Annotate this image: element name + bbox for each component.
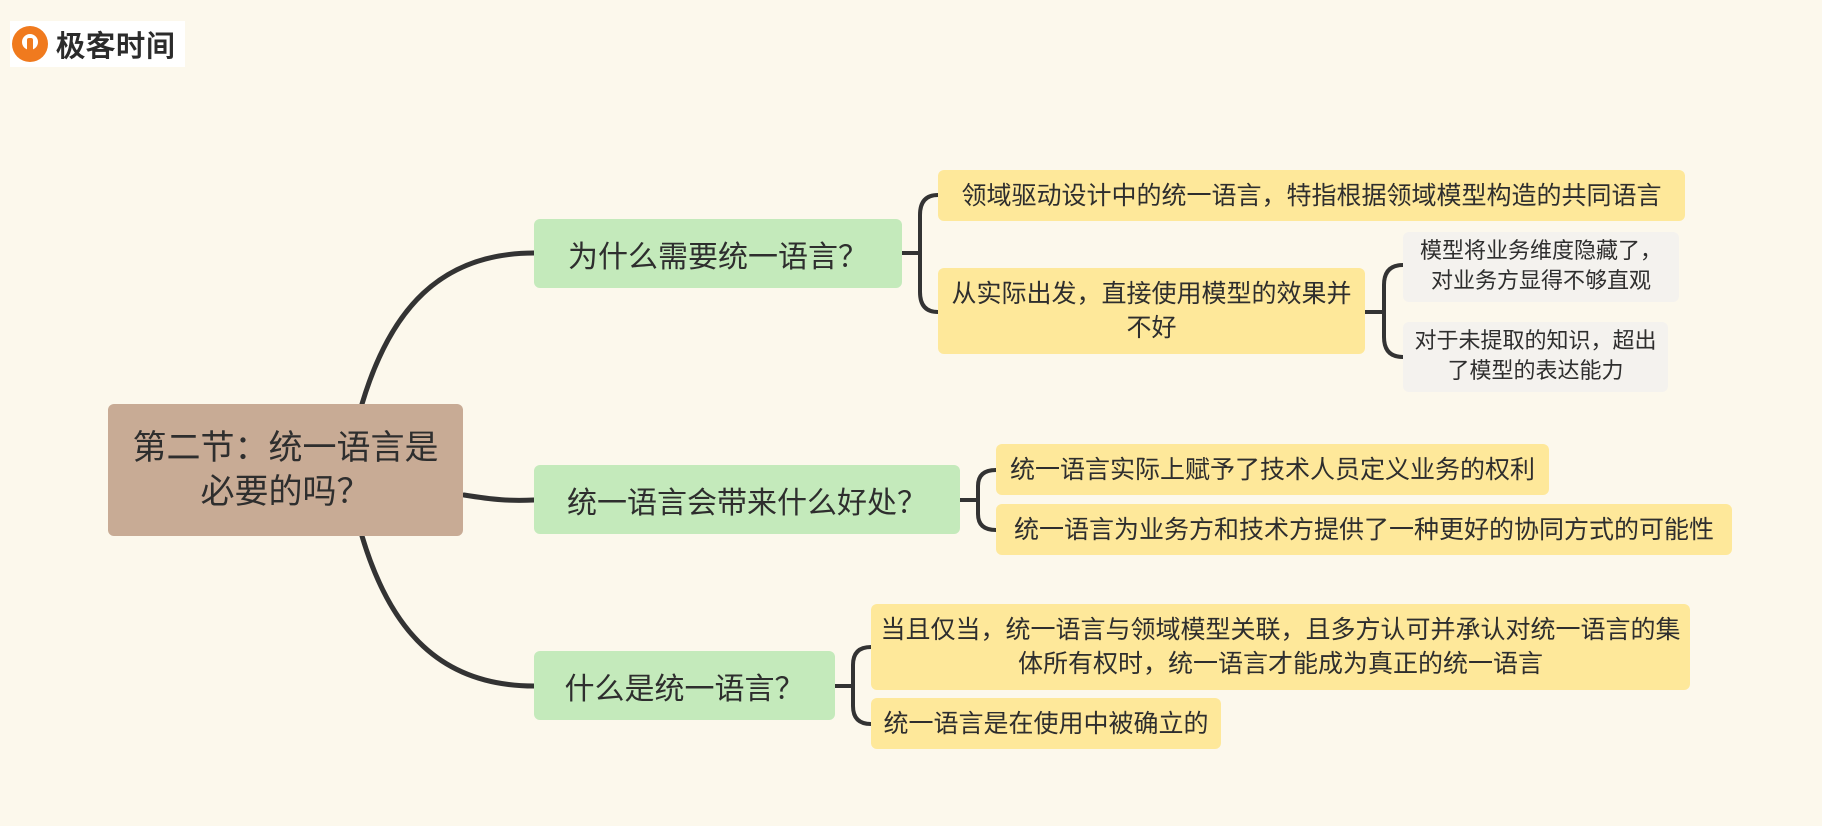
sub-leaf-business-dimension-hidden[interactable]: 模型将业务维度隐藏了，对业务方显得不够直观 (1403, 232, 1679, 302)
leaf-label: 从实际出发，直接使用模型的效果并不好 (951, 279, 1352, 342)
sub-leaf-label: 对于未提取的知识，超出了模型的表达能力 (1414, 329, 1657, 384)
leaf-label: 统一语言是在使用中被确立的 (883, 708, 1209, 738)
branch-what-is[interactable]: 什么是统一语言？ (534, 651, 835, 720)
leaf-tech-defines-business[interactable]: 统一语言实际上赋予了技术人员定义业务的权利 (996, 444, 1549, 495)
branch-label: 为什么需要统一语言？ (568, 239, 868, 275)
connector-branch-3 (835, 645, 872, 726)
connector-root-branch-3 (359, 533, 537, 689)
branch-label: 什么是统一语言？ (564, 671, 805, 707)
branch-why-needed[interactable]: 为什么需要统一语言？ (534, 219, 902, 288)
sub-leaf-beyond-model-expression[interactable]: 对于未提取的知识，超出了模型的表达能力 (1403, 322, 1668, 392)
connector-root-branch-2 (461, 492, 537, 503)
leaf-true-ubiquitous-language[interactable]: 当且仅当，统一语言与领域模型关联，且多方认可并承认对统一语言的集体所有权时，统一… (871, 604, 1690, 690)
leaf-label: 统一语言实际上赋予了技术人员定义业务的权利 (1009, 454, 1535, 484)
leaf-established-through-use[interactable]: 统一语言是在使用中被确立的 (871, 698, 1221, 749)
geektime-logo-icon (12, 26, 48, 62)
leaf-label: 领域驱动设计中的统一语言，特指根据领域模型构造的共同语言 (961, 180, 1662, 210)
leaf-label: 统一语言为业务方和技术方提供了一种更好的协同方式的可能性 (1013, 514, 1714, 544)
connector-leaf-1-2 (1365, 263, 1404, 359)
connector-branch-1 (902, 193, 939, 314)
leaf-ubiquitous-language-definition[interactable]: 领域驱动设计中的统一语言，特指根据领域模型构造的共同语言 (938, 170, 1685, 221)
sub-leaf-label: 模型将业务维度隐藏了，对业务方显得不够直观 (1419, 239, 1662, 294)
root-label: 第二节：统一语言是必要的吗？ (132, 428, 439, 512)
root-node[interactable]: 第二节：统一语言是必要的吗？ (108, 404, 463, 536)
logo-text: 极客时间 (56, 29, 177, 63)
branch-benefits[interactable]: 统一语言会带来什么好处？ (534, 465, 960, 534)
leaf-better-collaboration[interactable]: 统一语言为业务方和技术方提供了一种更好的协同方式的可能性 (996, 504, 1732, 555)
connector-root-branch-1 (359, 250, 537, 407)
geektime-logo: 极客时间 (10, 21, 185, 67)
branch-label: 统一语言会带来什么好处？ (567, 485, 927, 521)
connector-branch-2 (960, 468, 997, 532)
leaf-model-direct-use-poor[interactable]: 从实际出发，直接使用模型的效果并不好 (938, 268, 1365, 354)
leaf-label: 当且仅当，统一语言与领域模型关联，且多方认可并承认对统一语言的集体所有权时，统一… (880, 615, 1681, 678)
